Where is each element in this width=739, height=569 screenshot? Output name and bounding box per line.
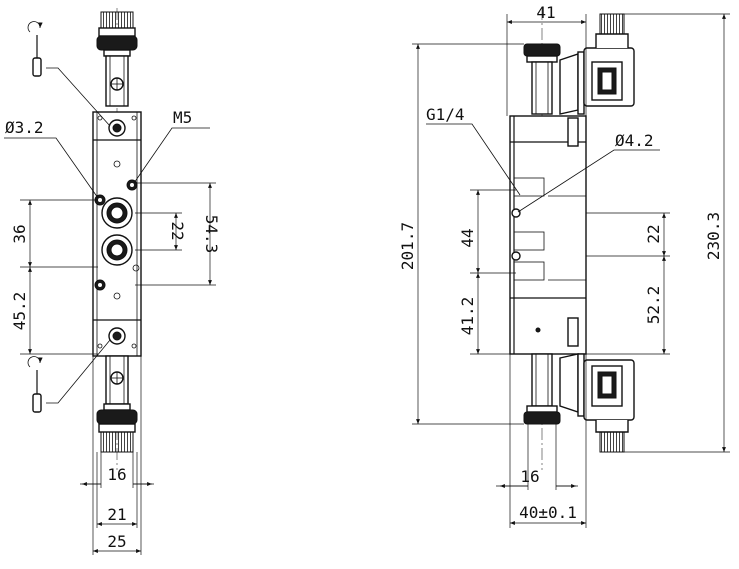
side-right-dimensions: 22 52.2 bbox=[586, 212, 670, 355]
side-bottom-actuator bbox=[523, 353, 561, 425]
dim-52-2: 52.2 bbox=[644, 286, 663, 325]
dim-45-2: 45.2 bbox=[10, 292, 29, 331]
label-pilot-hole: Ø3.2 bbox=[5, 118, 44, 137]
front-bottom-operator bbox=[96, 355, 138, 453]
front-right-dimensions: 22 54.3 bbox=[135, 182, 221, 286]
screwdriver-icon-bottom bbox=[27, 356, 43, 413]
front-view: Ø3.2 M5 36 45.2 22 54.3 bbox=[4, 8, 221, 555]
label-mount-hole: Ø4.2 bbox=[615, 131, 654, 150]
dim-22-side: 22 bbox=[644, 224, 663, 243]
front-valve-body bbox=[92, 111, 142, 357]
side-bottom-coil bbox=[559, 353, 635, 453]
side-view: G1/4 Ø4.2 41 201.7 230.3 44 bbox=[398, 3, 730, 528]
dim-41-2: 41.2 bbox=[458, 297, 477, 336]
leader-mount-hole bbox=[517, 149, 660, 213]
front-left-dimensions: 36 45.2 bbox=[10, 199, 98, 355]
leader-m5 bbox=[133, 127, 210, 184]
dim-22-front: 22 bbox=[168, 221, 187, 240]
dim-36: 36 bbox=[10, 224, 29, 243]
dim-25: 25 bbox=[107, 532, 126, 551]
front-bottom-dimensions: 16 21 25 bbox=[80, 356, 154, 555]
side-top-coil bbox=[559, 13, 635, 115]
dim-230-3: 230.3 bbox=[704, 212, 723, 260]
leader-g14 bbox=[426, 123, 521, 196]
dim-54-3: 54.3 bbox=[202, 215, 221, 254]
leader-top-button bbox=[46, 67, 111, 127]
dim-40-tol: 40±0.1 bbox=[519, 503, 577, 522]
side-left-dimensions: 44 41.2 bbox=[458, 189, 516, 355]
dim-21: 21 bbox=[107, 505, 126, 524]
label-g14: G1/4 bbox=[426, 105, 465, 124]
dim-41: 41 bbox=[536, 3, 555, 22]
side-top-actuator bbox=[523, 43, 561, 115]
dim-16-side: 16 bbox=[520, 467, 539, 486]
side-bottom-dimensions: 16 40±0.1 bbox=[496, 354, 587, 528]
side-top-dimension: 41 bbox=[506, 3, 587, 116]
side-length-dimensions: 201.7 230.3 bbox=[398, 13, 730, 453]
leader-pilot-hole bbox=[4, 137, 99, 199]
front-top-operator bbox=[96, 11, 138, 107]
screwdriver-icon-top bbox=[27, 21, 43, 77]
dim-201-7: 201.7 bbox=[398, 222, 417, 270]
dim-16-front: 16 bbox=[107, 465, 126, 484]
label-m5-thread: M5 bbox=[173, 108, 192, 127]
dim-44: 44 bbox=[458, 228, 477, 247]
side-valve-body bbox=[509, 115, 587, 355]
